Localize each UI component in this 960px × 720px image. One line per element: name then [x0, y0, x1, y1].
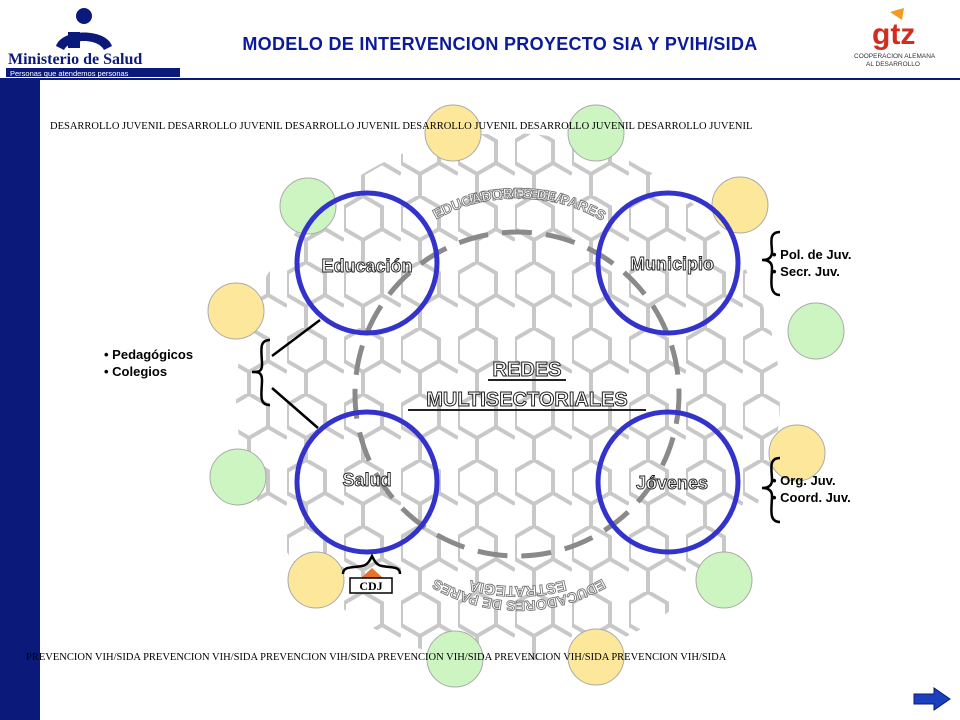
band-prevencion: PREVENCION VIH/SIDA PREVENCION VIH/SIDA … [26, 652, 727, 663]
brace-cdj [341, 553, 402, 575]
cdj-box [349, 577, 393, 594]
list-educacion-salud: Pedagógicos Colegios [104, 346, 193, 380]
decorative-dots [207, 104, 845, 688]
list-item: Pol. de Juv. [772, 246, 851, 263]
cdj-label: CDJ [359, 579, 382, 593]
left-sidebar-bar [0, 80, 40, 720]
gtz-mark: gtz [872, 18, 915, 51]
center-label-redes: REDES [493, 359, 562, 381]
arc-bottom-estrategia: ESTRATEGIA [467, 576, 569, 600]
svg-text:COOPERACION ALEMANA: COOPERACION ALEMANA [854, 53, 936, 60]
node-label-salud: Salud [342, 470, 391, 490]
list-municipio: Pol. de Juv. Secr. Juv. [772, 246, 851, 280]
svg-text:ESTRATEGIA: ESTRATEGIA [467, 576, 568, 599]
band-desarrollo-juvenil: DESARROLLO JUVENIL DESARROLLO JUVENIL DE… [50, 121, 753, 132]
svg-text:AL DESARROLLO: AL DESARROLLO [866, 61, 920, 68]
logo-tagline: Personas que atendemos personas [10, 69, 129, 78]
node-label-municipio: Municipio [630, 254, 714, 274]
list-jovenes: Org. Juv. Coord. Juv. [772, 472, 851, 506]
connector-salud [271, 387, 319, 429]
gtz-logo: gtz COOPERACION ALEMANA AL DESARROLLO [854, 8, 936, 68]
list-item: Pedagógicos [104, 346, 193, 363]
list-item: Org. Juv. [772, 472, 851, 489]
node-ring-municipio [595, 190, 741, 336]
node-ring-salud [294, 409, 440, 555]
arrow-right-icon[interactable] [912, 686, 952, 712]
center-label-multisectoriales: MULTISECTORIALES [426, 389, 627, 411]
header-divider [0, 78, 960, 80]
ministerio-logo: Ministerio de Salud Personas que atendem… [6, 8, 180, 78]
node-label-educacion: Educación [321, 256, 412, 276]
node-ring-educacion [294, 190, 440, 336]
node-label-jovenes: Jóvenes [636, 473, 708, 493]
strategy-dashed-ring [352, 229, 682, 559]
connector-educacion [271, 319, 321, 357]
list-item: Secr. Juv. [772, 263, 851, 280]
page-title: MODELO DE INTERVENCION PROYECTO SIA Y PV… [242, 34, 758, 54]
svg-text:ESTRATEGIA: ESTRATEGIA [467, 186, 568, 209]
arc-top-estrategia: ESTRATEGIA [467, 185, 569, 209]
list-item: Coord. Juv. [772, 489, 851, 506]
logo-name: Ministerio de Salud [8, 51, 142, 68]
list-item: Colegios [104, 363, 193, 380]
brace-educacion-salud [251, 338, 271, 407]
node-ring-jovenes [595, 409, 741, 555]
cdj-house-icon [361, 568, 383, 578]
